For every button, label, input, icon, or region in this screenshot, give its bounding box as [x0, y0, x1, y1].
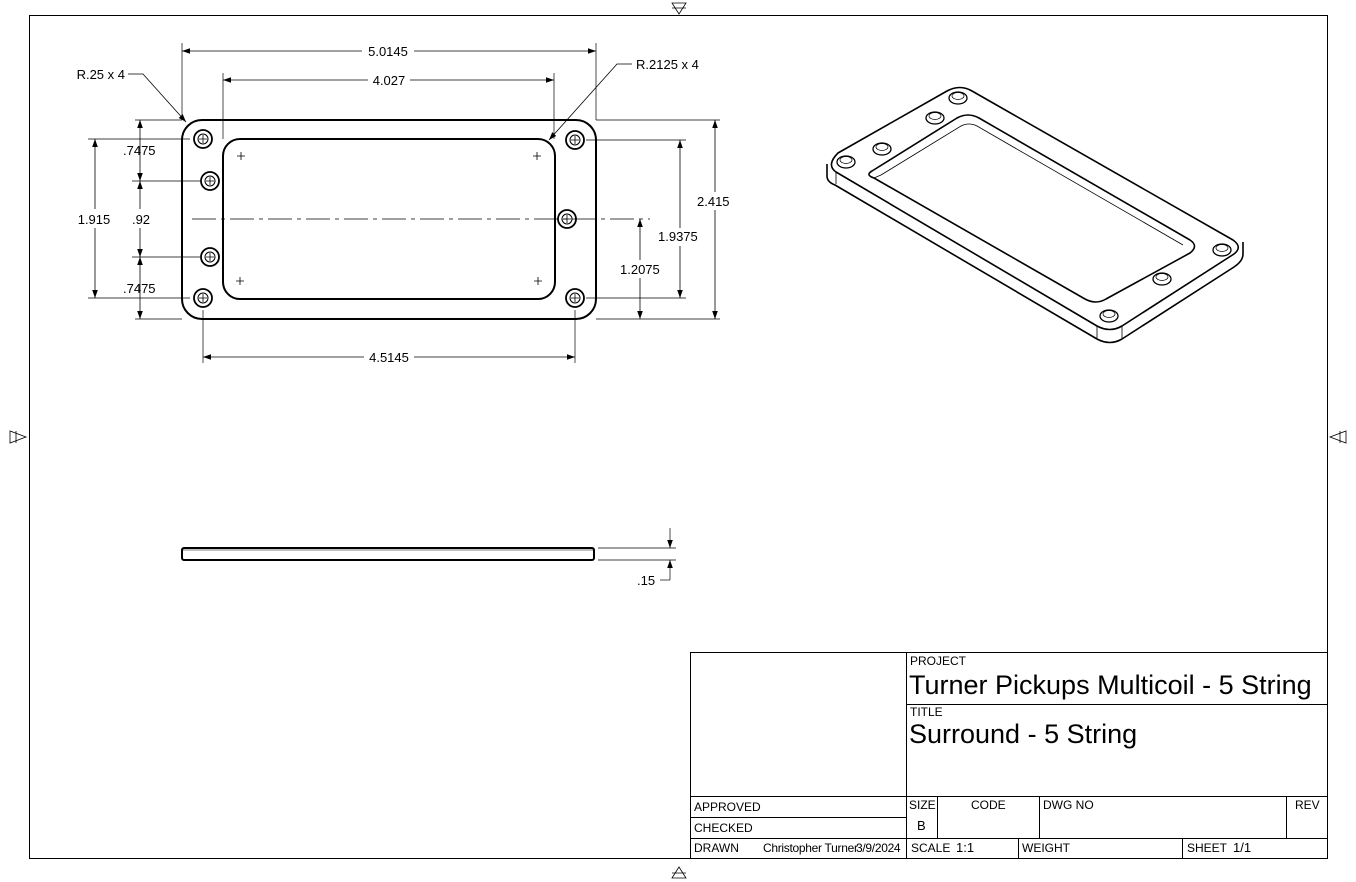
dwg-no-label: DWG NO [1043, 798, 1094, 812]
front-view: 5.0145 4.027 4.5145 R.25 x 4 R.2125 x 4 … [77, 43, 730, 365]
sheet-label: SHEET [1187, 841, 1228, 855]
corner-hole [193, 288, 213, 308]
leader-inner-radius [548, 63, 632, 141]
iso-inner-wall [873, 123, 1184, 246]
iso-thickness-edge [835, 172, 1123, 338]
dim-lower-offset: .7475 [123, 281, 156, 296]
checked-label: CHECKED [694, 821, 753, 835]
side-view: .15 [181, 528, 676, 588]
mid-hole [200, 171, 220, 191]
iso-hole [1152, 272, 1172, 286]
corner-hole [565, 288, 585, 308]
leader-outer-radius [128, 73, 187, 123]
scale-label: SCALE [911, 841, 951, 855]
corner-hole [565, 130, 585, 150]
dim-right-hole-span: 1.9375 [658, 229, 698, 244]
drawn-date: 3/9/2024 [856, 841, 901, 855]
side-profile [181, 547, 595, 561]
dim-thickness: .15 [637, 573, 655, 588]
dim-right-center-offset: 1.2075 [620, 262, 660, 277]
iso-hole [948, 91, 968, 105]
weight-label: WEIGHT [1022, 841, 1070, 855]
iso-top-face [830, 86, 1240, 331]
sheet-value: 1/1 [1233, 840, 1252, 855]
project-label: PROJECT [910, 654, 967, 668]
code-label: CODE [971, 798, 1006, 812]
title-block-frame [690, 652, 1328, 859]
size-value: B [917, 818, 926, 833]
zone-markers [9, 2, 1347, 879]
dimension-lines [92, 48, 718, 360]
iso-hole [836, 155, 856, 169]
size-label: SIZE [909, 798, 936, 812]
iso-hole [1212, 243, 1232, 257]
right-center-marker [1328, 430, 1347, 444]
dim-inner-radius: R.2125 x 4 [636, 57, 699, 72]
iso-hole [925, 111, 945, 125]
iso-hole [1099, 309, 1119, 323]
isometric-view [826, 86, 1244, 344]
top-center-marker [671, 2, 687, 15]
dim-overall-height: 2.415 [697, 194, 730, 209]
title-label: TITLE [910, 705, 943, 719]
iso-side-thickness [826, 164, 1244, 344]
dim-upper-offset: .7475 [123, 143, 156, 158]
dim-left-hole-span: 1.915 [78, 212, 111, 227]
scale-value: 1:1 [956, 840, 975, 855]
center-mark [236, 152, 542, 285]
drawn-label: DRAWN [694, 841, 739, 855]
bottom-center-marker [671, 866, 687, 879]
dim-inner-width: 4.027 [373, 73, 406, 88]
drawing-title: Surround - 5 String [909, 719, 1138, 749]
drawn-by: Christopher Turner [763, 841, 858, 855]
sheet-border [29, 15, 1328, 859]
mid-hole [200, 247, 220, 267]
iso-holes [836, 91, 1232, 323]
outer-plate-outline [181, 119, 597, 320]
corner-hole [193, 129, 213, 149]
dim-outer-radius: R.25 x 4 [77, 67, 125, 82]
dim-middle-spacing: .92 [132, 212, 150, 227]
project-name: Turner Pickups Multicoil - 5 String [909, 670, 1312, 700]
dim-hole-span-width: 4.5145 [369, 350, 409, 365]
left-center-marker [9, 430, 28, 444]
approved-label: APPROVED [694, 800, 761, 814]
dim-overall-width: 5.0145 [368, 44, 408, 59]
iso-inner-cutout [868, 114, 1196, 303]
rev-label: REV [1295, 798, 1320, 812]
iso-hole [872, 142, 892, 156]
